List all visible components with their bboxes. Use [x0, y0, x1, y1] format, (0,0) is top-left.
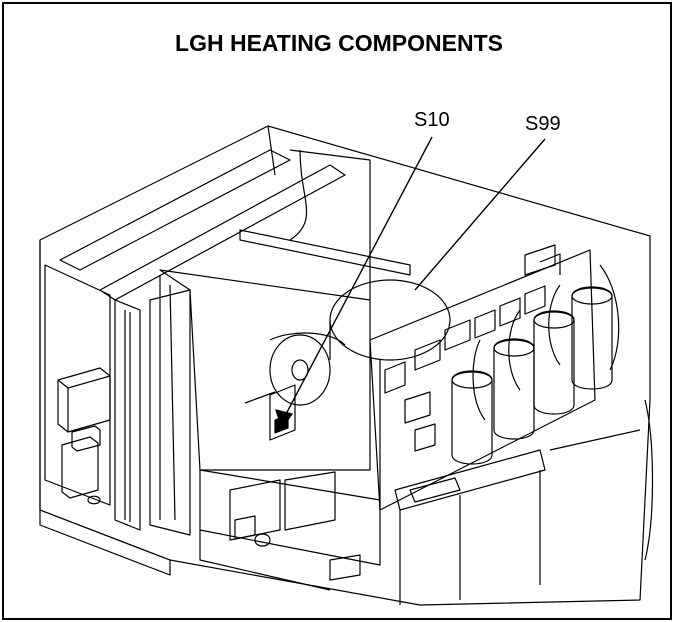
figure-title: LGH HEATING COMPONENTS	[175, 30, 503, 56]
callout-label-s10: S10	[414, 109, 450, 131]
cabinet-outline	[39, 125, 651, 606]
compressors	[451, 264, 620, 465]
left-control-boxes	[57, 367, 111, 505]
leader-lines	[275, 136, 546, 429]
leader-line-s99	[414, 138, 546, 291]
burner-box	[199, 469, 381, 591]
control-panel-board	[369, 244, 596, 511]
combustion-blower	[244, 279, 451, 406]
heat-exchanger-plate	[159, 269, 371, 521]
left-coil-panel	[44, 264, 191, 536]
leader-arrow-s10	[275, 409, 293, 429]
callout-label-s99: S99	[525, 113, 561, 135]
condenser-base	[394, 399, 654, 605]
leader-line-s10	[284, 136, 433, 417]
